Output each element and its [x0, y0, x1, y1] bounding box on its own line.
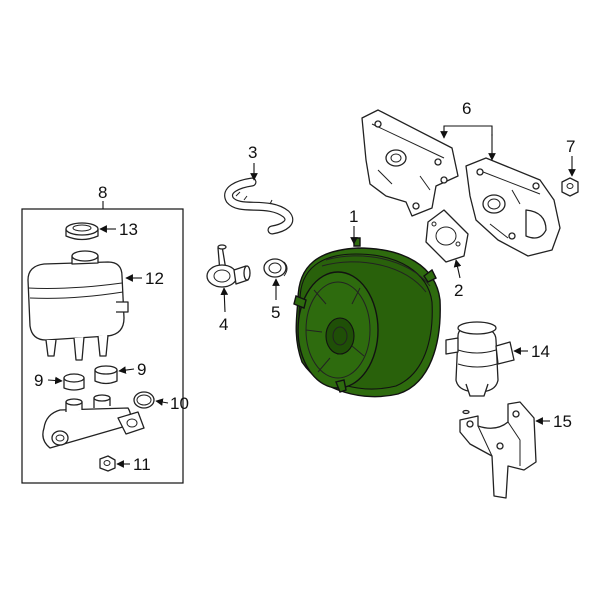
booster-bracket-right-part[interactable] — [465, 157, 561, 257]
reservoir-grommet-left-part[interactable] — [63, 373, 85, 391]
callout-6: 6 — [462, 99, 471, 118]
callout-labels: 1 2 3 4 5 6 7 8 9 9 10 11 12 13 14 15 — [34, 99, 575, 474]
callout-2: 2 — [454, 281, 463, 300]
callout-13: 13 — [119, 220, 138, 239]
callout-1: 1 — [349, 207, 358, 226]
valve-grommet-part[interactable] — [263, 258, 288, 278]
callout-7: 7 — [566, 137, 575, 156]
vacuum-hose-part[interactable] — [224, 177, 294, 235]
callout-5: 5 — [271, 303, 280, 322]
callout-15: 15 — [553, 412, 572, 431]
bracket-nut-part[interactable] — [561, 177, 579, 197]
callout-9-left: 9 — [34, 371, 43, 390]
master-cylinder-body[interactable] — [42, 394, 145, 449]
callout-9-right: 9 — [137, 360, 146, 379]
callout-4: 4 — [219, 315, 228, 334]
callout-11: 11 — [133, 455, 151, 474]
master-cylinder-nut-part[interactable] — [99, 455, 116, 472]
check-valve-part[interactable] — [206, 244, 251, 288]
booster-bracket-left-part[interactable] — [361, 109, 459, 217]
callout-8: 8 — [98, 183, 107, 202]
booster-gasket-part[interactable] — [425, 209, 469, 263]
callout-3: 3 — [248, 143, 257, 162]
callout-14: 14 — [531, 342, 550, 361]
callout-12: 12 — [145, 269, 164, 288]
leader-lines — [47, 125, 576, 468]
reservoir-grommet-right-part[interactable] — [94, 365, 118, 385]
callout-10: 10 — [170, 394, 189, 413]
o-ring-part[interactable] — [133, 391, 155, 409]
brake-fluid-reservoir-part[interactable] — [27, 250, 129, 361]
vacuum-pump-part[interactable] — [445, 321, 515, 397]
pump-bracket-part[interactable] — [459, 401, 537, 499]
reservoir-cap-part[interactable] — [65, 222, 99, 241]
brake-booster-part[interactable] — [293, 237, 441, 398]
